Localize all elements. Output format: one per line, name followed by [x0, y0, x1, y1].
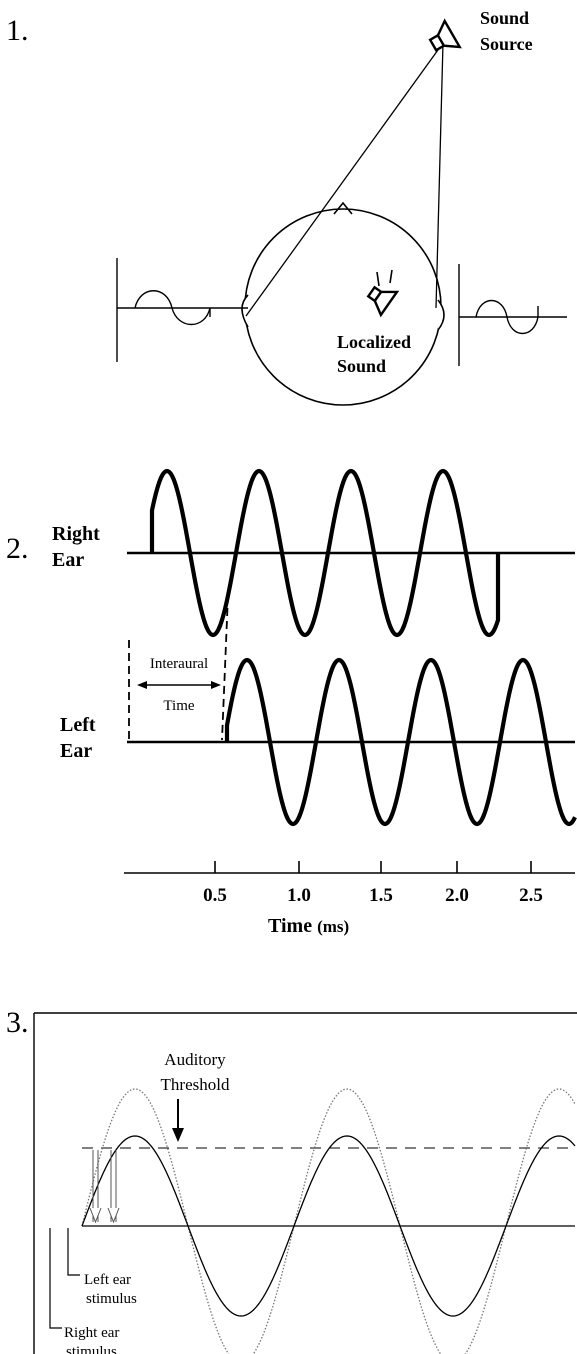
right-ear-small-waveform: [458, 264, 567, 366]
localized-sound-label-line1: Localized: [337, 332, 411, 352]
right-ear-label-line1: Right: [52, 523, 100, 545]
left-ear-stimulus-bracket: [67, 1228, 80, 1276]
left-ear-waveform: [224, 657, 577, 827]
panel-1-head-diagram: 1. Sound Source Localized Sound: [6, 8, 567, 406]
time-axis-tick-label: 1.5: [369, 885, 393, 906]
sound-source-label-line2: Source: [480, 34, 533, 54]
right-ear-shape: [437, 299, 445, 331]
threshold-arrow-head: [172, 1128, 184, 1142]
auditory-threshold-label-line1: Auditory: [164, 1050, 226, 1069]
panel-1-number: 1.: [6, 14, 29, 47]
time-axis-title: Time (ms): [268, 915, 349, 937]
interaural-label-line2: Time: [163, 698, 194, 714]
left-ear-stimulus-label-line2: stimulus: [86, 1291, 137, 1307]
panel-3-auditory-threshold: 3. Auditory Threshold Left ear stimulus …: [6, 1006, 577, 1354]
interaural-label-line1: Interaural: [150, 656, 208, 672]
left-ear-shape: [241, 294, 249, 328]
left-ear-stimulus-wave: [81, 1135, 576, 1317]
time-axis-tick-label: 2.5: [519, 885, 543, 906]
sound-wave-marks: [376, 269, 393, 287]
right-ear-stimulus-label-line2: stimulus: [66, 1344, 117, 1354]
left-ear-label-line1: Left: [60, 714, 96, 736]
auditory-threshold-label-line2: Threshold: [161, 1075, 230, 1094]
right-ear-stimulus-bracket: [49, 1228, 62, 1329]
time-axis-tick-label: 2.0: [445, 885, 469, 906]
panel-2-number: 2.: [6, 532, 29, 565]
sound-source-speaker-icon: [428, 18, 462, 52]
panel-3-number: 3.: [6, 1006, 29, 1039]
left-ear-label-line2: Ear: [60, 740, 92, 762]
left-ear-stimulus-label-line1: Left ear: [84, 1272, 131, 1288]
right-ear-onset-dashed-line: [221, 594, 229, 741]
onset-latency-arrows: [89, 1150, 120, 1224]
panel-2-interaural-time: 2. Right Ear Left Ear Interaural Time 0.…: [6, 468, 577, 937]
time-axis-tick-label: 1.0: [287, 885, 311, 906]
time-axis-tick-label: 0.5: [203, 885, 227, 906]
right-ear-stimulus-label-line1: Right ear: [64, 1325, 119, 1341]
right-ear-waveform: [149, 468, 501, 638]
left-ear-small-waveform: [116, 258, 248, 362]
time-axis-ticks: 0.5 1.0 1.5 2.0 2.5: [203, 861, 543, 906]
right-ear-stimulus-wave: [81, 1088, 576, 1354]
interaural-time-arrow: [137, 681, 221, 689]
localized-sound-speaker-icon: [366, 285, 400, 318]
nose-mark: [333, 201, 353, 215]
path-line-to-right-ear: [435, 42, 444, 309]
right-ear-label-line2: Ear: [52, 549, 84, 571]
path-line-to-left-ear: [245, 42, 444, 317]
sound-source-label-line1: Sound: [480, 8, 529, 28]
localized-sound-label-line2: Sound: [337, 356, 386, 376]
